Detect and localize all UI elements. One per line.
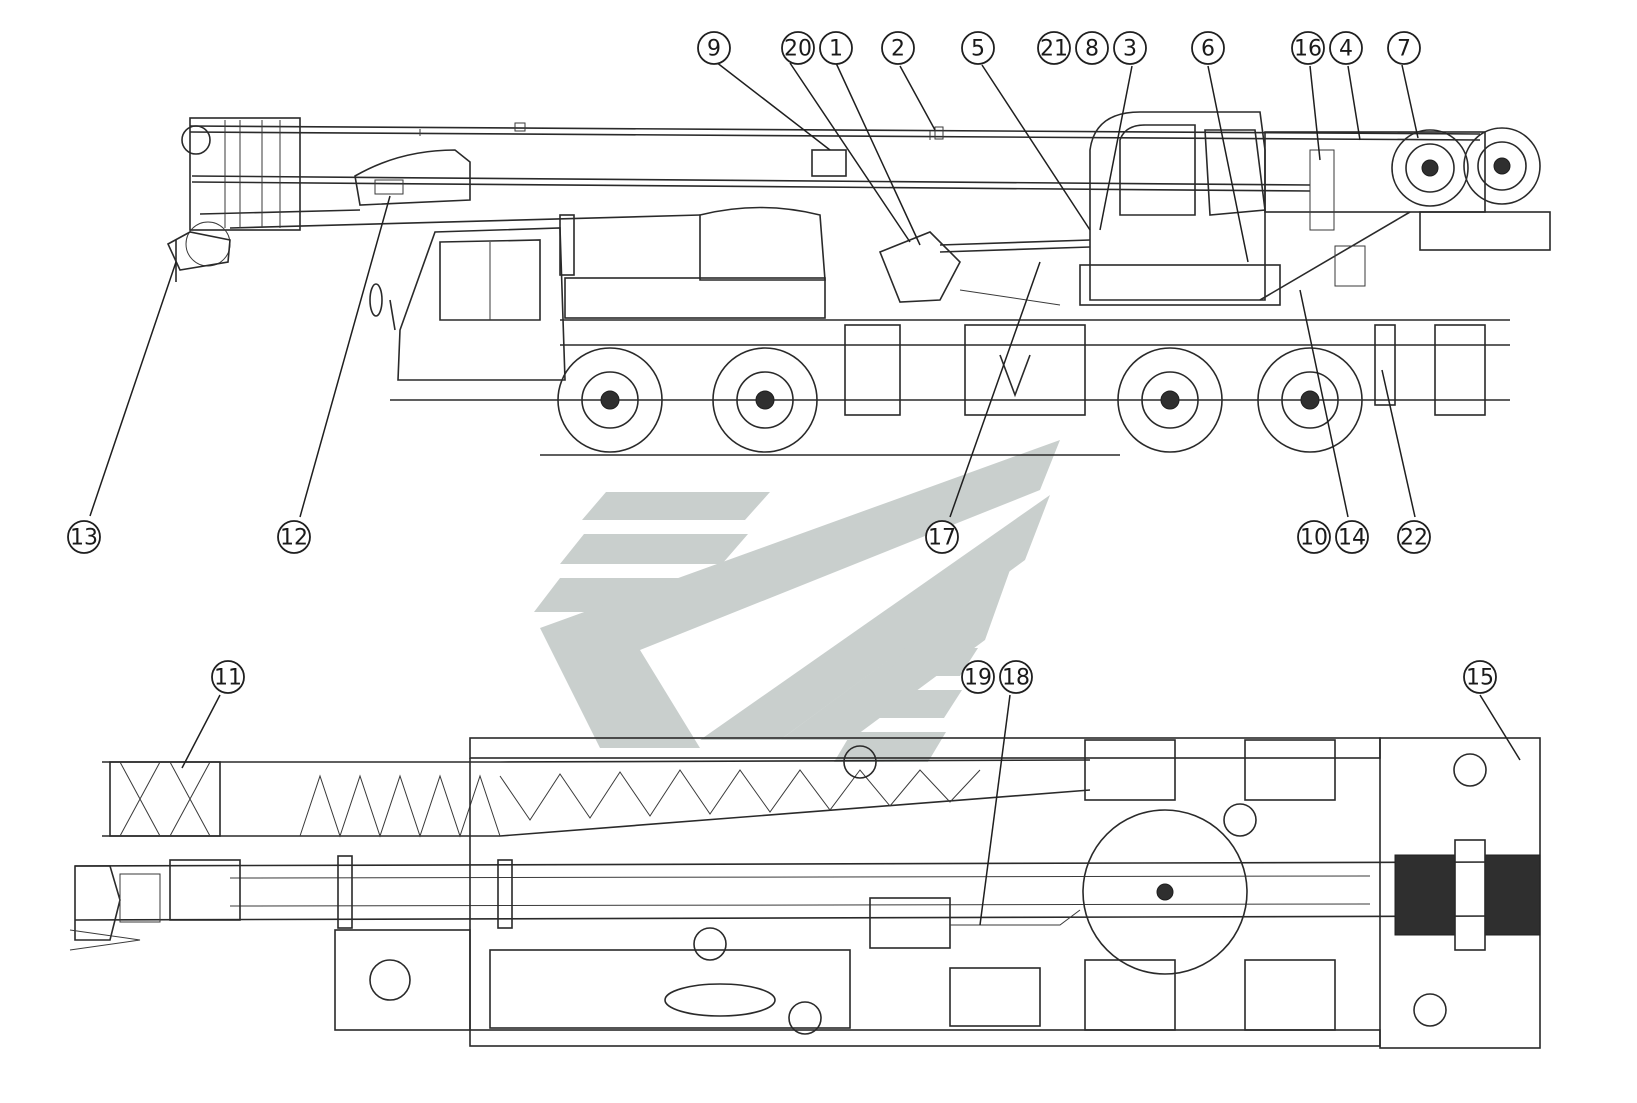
leader-7 xyxy=(1401,64,1419,139)
callout-3-label: 3 xyxy=(1123,37,1137,62)
leader-2 xyxy=(899,65,936,131)
leader-14 xyxy=(1299,289,1349,518)
leader-17 xyxy=(949,261,1041,518)
callout-4: 4 xyxy=(1329,31,1363,65)
callout-17: 17 xyxy=(925,520,959,554)
leader-15 xyxy=(1479,694,1521,761)
leader-20 xyxy=(789,62,911,243)
callout-11-label: 11 xyxy=(214,666,242,691)
crane-side-view xyxy=(166,111,1551,456)
leader-9 xyxy=(715,61,831,151)
leader-5 xyxy=(981,64,1091,231)
callout-2: 2 xyxy=(881,31,915,65)
callout-20: 20 xyxy=(781,31,815,65)
callout-4-label: 4 xyxy=(1339,37,1353,62)
main-boom-top xyxy=(69,855,1501,951)
callout-16: 16 xyxy=(1291,31,1325,65)
lattice-jib xyxy=(102,759,1091,838)
leader-1 xyxy=(835,62,921,246)
callout-5: 5 xyxy=(961,31,995,65)
callout-labels: 9 20 1 2 5 21 8 3 xyxy=(67,31,1497,694)
callout-3: 3 xyxy=(1113,31,1147,65)
carrier-cab xyxy=(369,206,826,381)
superstructure xyxy=(878,111,1551,306)
carrier-wheels xyxy=(557,347,1363,453)
callout-8-label: 8 xyxy=(1085,37,1099,62)
callout-6-label: 6 xyxy=(1201,37,1215,62)
leader-11 xyxy=(181,694,221,769)
winch-and-counterweight xyxy=(1379,737,1541,1049)
leader-16 xyxy=(1309,65,1321,161)
callout-15: 15 xyxy=(1463,660,1497,694)
callout-20-label: 20 xyxy=(784,37,812,62)
leader-12 xyxy=(299,195,391,518)
watermark-logo xyxy=(534,440,1060,762)
callout-14: 14 xyxy=(1335,520,1369,554)
callout-12: 12 xyxy=(277,520,311,554)
carrier-chassis xyxy=(390,319,1510,456)
callout-8: 8 xyxy=(1075,31,1109,65)
callout-7: 7 xyxy=(1387,31,1421,65)
callout-15-label: 15 xyxy=(1466,666,1494,691)
callout-21: 21 xyxy=(1037,31,1071,65)
callout-19: 19 xyxy=(961,660,995,694)
callout-9: 9 xyxy=(697,31,731,65)
leader-4 xyxy=(1347,65,1361,141)
turntable xyxy=(1082,803,1257,975)
callout-6: 6 xyxy=(1191,31,1225,65)
carrier-frame-top xyxy=(334,737,1381,1047)
callout-2-label: 2 xyxy=(891,37,905,62)
callout-12-label: 12 xyxy=(280,526,308,551)
callout-18-label: 18 xyxy=(1002,666,1030,691)
leader-22 xyxy=(1381,369,1416,518)
leader-18 xyxy=(979,694,1011,926)
callout-1: 1 xyxy=(819,31,853,65)
callout-10-label: 10 xyxy=(1300,526,1328,551)
callout-5-label: 5 xyxy=(971,37,985,62)
callout-leaders xyxy=(89,61,1521,926)
crane-top-view xyxy=(69,737,1541,1049)
callout-21-label: 21 xyxy=(1040,37,1068,62)
callout-10: 10 xyxy=(1297,520,1331,554)
callout-18: 18 xyxy=(999,660,1033,694)
callout-13-label: 13 xyxy=(70,526,98,551)
callout-19-label: 19 xyxy=(964,666,992,691)
leader-3 xyxy=(1099,65,1133,231)
callout-22: 22 xyxy=(1397,520,1431,554)
callout-22-label: 22 xyxy=(1400,526,1428,551)
callout-9-label: 9 xyxy=(707,37,721,62)
leader-13 xyxy=(89,261,177,517)
callout-11: 11 xyxy=(211,660,245,694)
leader-6 xyxy=(1207,65,1249,263)
callout-7-label: 7 xyxy=(1397,37,1411,62)
callout-1-label: 1 xyxy=(829,37,843,62)
callout-17-label: 17 xyxy=(928,526,956,551)
callout-16-label: 16 xyxy=(1294,37,1322,62)
callout-13: 13 xyxy=(67,520,101,554)
callout-14-label: 14 xyxy=(1338,526,1366,551)
